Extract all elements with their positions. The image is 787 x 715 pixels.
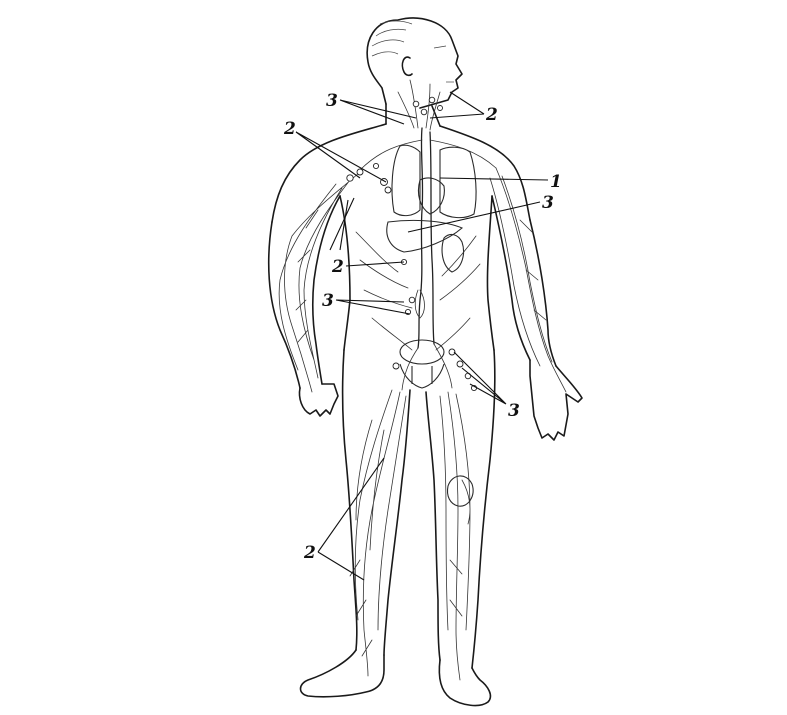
leader-2-abdomen [346,262,404,266]
label-2-neck: 2 [485,105,498,125]
label-3-groin: 3 [508,401,520,421]
label-3-abdomen: 3 [542,193,554,213]
right-lung [440,147,476,217]
leader-3-neck [340,100,416,124]
node-inguinal-3 [457,361,463,367]
node-cervical-4 [438,106,443,111]
body-outline [269,18,582,705]
leader-2-neck [430,92,484,118]
label-2-axilla: 2 [283,119,296,139]
leader-1 [440,178,548,180]
leader-3-abdomen [408,202,540,232]
main-lymph-vessels [360,128,496,390]
label-2-leg: 2 [303,543,316,563]
kidney [442,235,463,272]
lymph-nodes [347,97,477,390]
node-cervical-1 [413,101,419,107]
head-detail [372,21,454,82]
ear-outline [402,57,412,75]
left-foot-outline [301,650,385,697]
node-axillary-5 [373,163,378,168]
left-leg-vessels [350,390,406,676]
eye-line [434,46,446,48]
label-2-abdomen: 2 [331,257,344,277]
iliac-left [402,348,418,390]
node-abdominal-2 [409,297,415,303]
node-inguinal-1 [393,363,399,369]
aorta-line [430,132,434,344]
bladder [400,340,444,364]
leader-2-axilla [296,132,386,182]
node-axillary-2 [357,169,363,175]
left-hand-outline [299,384,338,416]
head-outline [367,18,462,108]
label-3-neck: 3 [326,91,338,111]
right-leg-vessels [440,392,470,680]
node-cervical-3 [429,97,435,103]
node-axillary-1 [347,175,353,181]
pelvis [400,364,444,388]
legs-outline [343,350,495,668]
label-1: 1 [550,172,562,192]
right-foot-outline [439,660,490,705]
right-arm-vessels [490,168,566,392]
node-cervical-2 [421,109,427,115]
torso-outline [272,124,530,350]
leader-3-groin [454,352,506,404]
liver [387,220,462,252]
left-lung [392,145,420,215]
leader-3-pelvis [336,300,410,314]
node-axillary-4 [385,187,391,193]
label-3-pelvis: 3 [322,291,334,311]
subclavian-left [360,140,422,170]
